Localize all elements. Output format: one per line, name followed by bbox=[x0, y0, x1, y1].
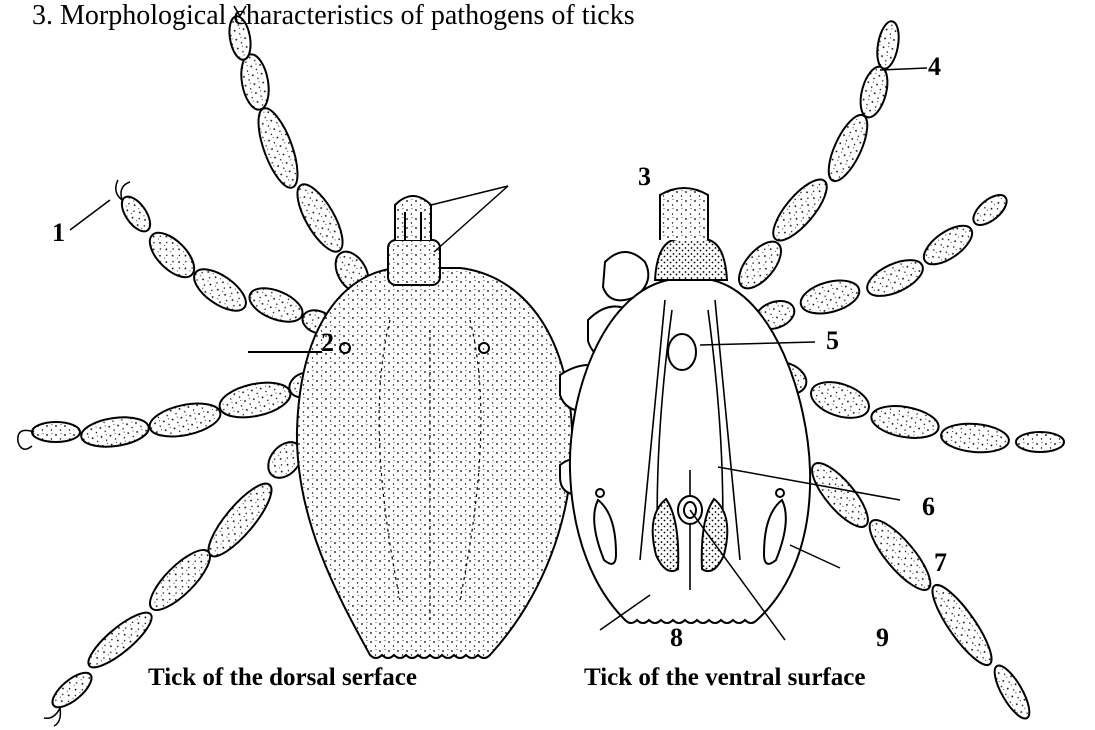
dorsal-tick bbox=[18, 6, 572, 726]
dorsal-body bbox=[297, 268, 572, 658]
label-8: 8 bbox=[670, 623, 683, 653]
caption-ventral: Tick of the ventral surface bbox=[584, 664, 865, 692]
label-7: 7 bbox=[934, 548, 947, 578]
label-9: 9 bbox=[876, 623, 889, 653]
ventral-tick bbox=[560, 20, 1064, 723]
ventral-capitulum bbox=[655, 238, 727, 281]
figure-title: 3. Morphological characteristics of path… bbox=[32, 0, 635, 32]
label-1: 1 bbox=[52, 218, 65, 248]
label-2: 2 bbox=[321, 328, 334, 358]
label-5: 5 bbox=[826, 326, 839, 356]
label-4: 4 bbox=[928, 52, 941, 82]
dorsal-basis-capituli bbox=[388, 240, 440, 285]
label-6: 6 bbox=[922, 492, 935, 522]
caption-dorsal: Tick of the dorsal serface bbox=[148, 664, 417, 692]
dorsal-mouthparts bbox=[395, 196, 431, 240]
dorsal-leg-3 bbox=[32, 368, 324, 450]
ventral-leg-1 bbox=[731, 20, 902, 296]
dorsal-leg-1 bbox=[226, 15, 375, 298]
genital-opening bbox=[668, 334, 696, 370]
label-3: 3 bbox=[638, 162, 651, 192]
ventral-hypostome bbox=[660, 188, 708, 240]
